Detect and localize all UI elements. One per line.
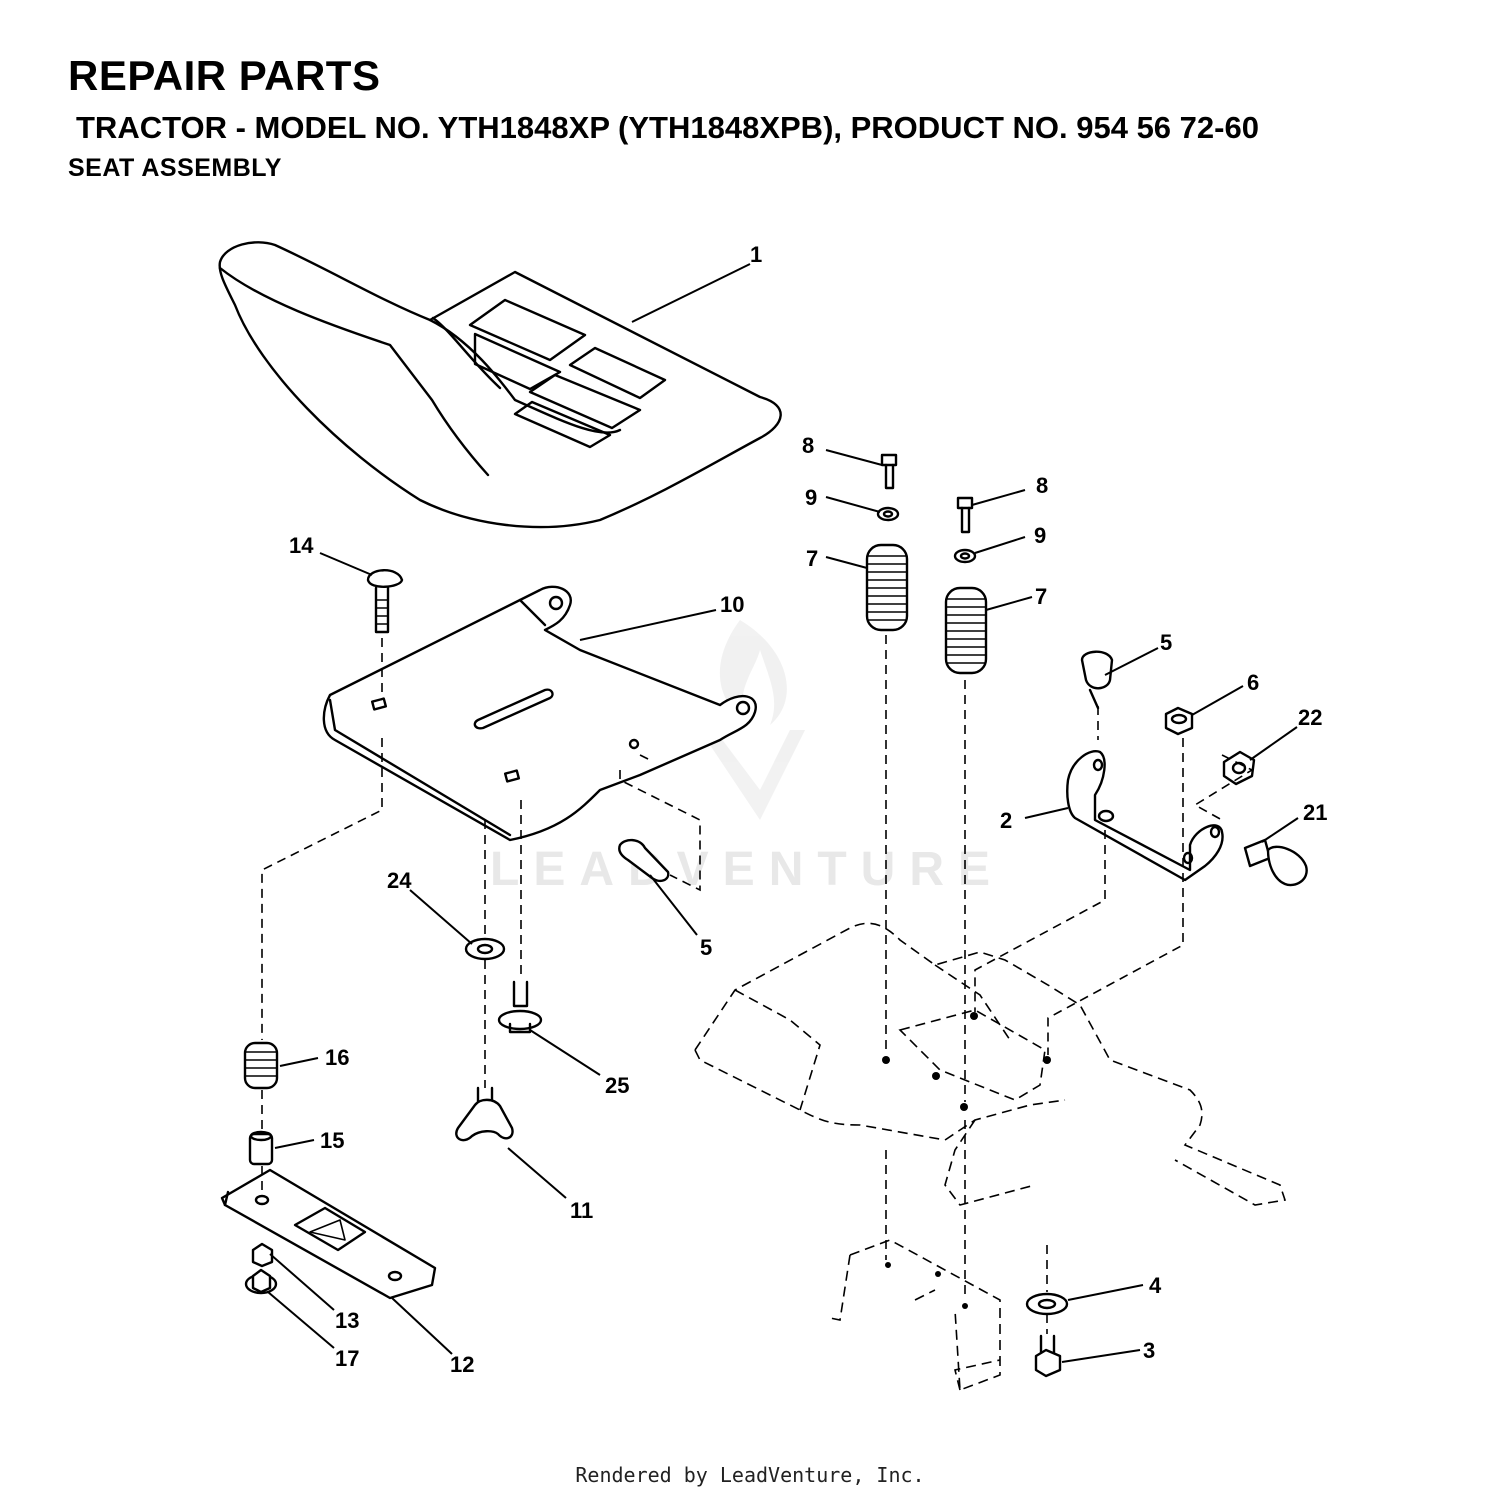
callout-4: 4 bbox=[1149, 1273, 1162, 1298]
callout-13: 13 bbox=[335, 1308, 359, 1333]
callout-7-right: 7 bbox=[1035, 584, 1047, 609]
shoulder-bolt-part bbox=[1243, 838, 1308, 887]
seat-knob-part bbox=[455, 1086, 514, 1142]
bushing-part bbox=[248, 1130, 274, 1166]
callout-6: 6 bbox=[1247, 670, 1259, 695]
flange-nut-part bbox=[244, 1268, 278, 1295]
flat-washer-part bbox=[464, 937, 506, 961]
callout-7-left: 7 bbox=[806, 546, 818, 571]
callout-14: 14 bbox=[289, 533, 314, 558]
section-title: SEAT ASSEMBLY bbox=[68, 154, 282, 182]
callout-21: 21 bbox=[1303, 800, 1327, 825]
washer-part-left bbox=[876, 506, 900, 522]
washer-part-right bbox=[953, 548, 977, 564]
bracket-part bbox=[1066, 750, 1224, 882]
callout-3: 3 bbox=[1143, 1338, 1155, 1363]
callout-15: 15 bbox=[320, 1128, 344, 1153]
callout-5-lower: 5 bbox=[700, 935, 712, 960]
watermark-text: LEADVENTURE bbox=[490, 843, 1004, 896]
tractor-frame-reference bbox=[694, 922, 1287, 1392]
callout-1: 1 bbox=[750, 242, 762, 267]
callout-25: 25 bbox=[605, 1073, 629, 1098]
callout-17: 17 bbox=[335, 1346, 359, 1371]
flange-bolt-part bbox=[497, 980, 543, 1034]
footer-credit: Rendered by LeadVenture, Inc. bbox=[575, 1463, 925, 1487]
callout-10: 10 bbox=[720, 592, 744, 617]
callout-8-right: 8 bbox=[1036, 473, 1048, 498]
callout-16: 16 bbox=[325, 1045, 349, 1070]
spring-part-left bbox=[865, 543, 909, 632]
switch-clip-part-upper bbox=[1080, 650, 1114, 710]
hex-nut-part bbox=[1222, 750, 1256, 786]
callout-24: 24 bbox=[387, 868, 412, 893]
callout-12: 12 bbox=[450, 1352, 474, 1377]
callout-22: 22 bbox=[1298, 705, 1322, 730]
seat-spring-part bbox=[243, 1041, 279, 1090]
page-title: REPAIR PARTS bbox=[68, 52, 381, 99]
callout-11: 11 bbox=[570, 1198, 593, 1223]
seat-part bbox=[218, 241, 782, 529]
carriage-bolt-part bbox=[366, 569, 404, 634]
model-subtitle: TRACTOR - MODEL NO. YTH1848XP (YTH1848XP… bbox=[76, 110, 1259, 145]
callout-9-right: 9 bbox=[1034, 523, 1046, 548]
spring-part-right bbox=[944, 586, 988, 675]
callout-8-left: 8 bbox=[802, 433, 814, 458]
leader-lines bbox=[267, 263, 1299, 1363]
frame-bolt-part bbox=[1034, 1334, 1062, 1378]
seat-pan-part bbox=[322, 585, 757, 842]
callout-5-upper: 5 bbox=[1160, 630, 1172, 655]
switch-clip-part-lower bbox=[618, 838, 670, 883]
assembly-guide-lines bbox=[261, 635, 1254, 1334]
callout-9-left: 9 bbox=[805, 485, 817, 510]
spacer-part bbox=[251, 1242, 274, 1268]
frame-washer-part bbox=[1025, 1292, 1069, 1316]
callout-2: 2 bbox=[1000, 808, 1012, 833]
callout-numbers: 1 2 3 4 5 5 6 7 7 8 8 9 9 10 11 12 13 14… bbox=[289, 242, 1327, 1377]
lock-nut-part bbox=[1164, 706, 1194, 736]
bolt-part-right bbox=[956, 496, 974, 534]
bolt-part-left bbox=[880, 453, 898, 490]
slide-plate-part bbox=[220, 1168, 437, 1300]
